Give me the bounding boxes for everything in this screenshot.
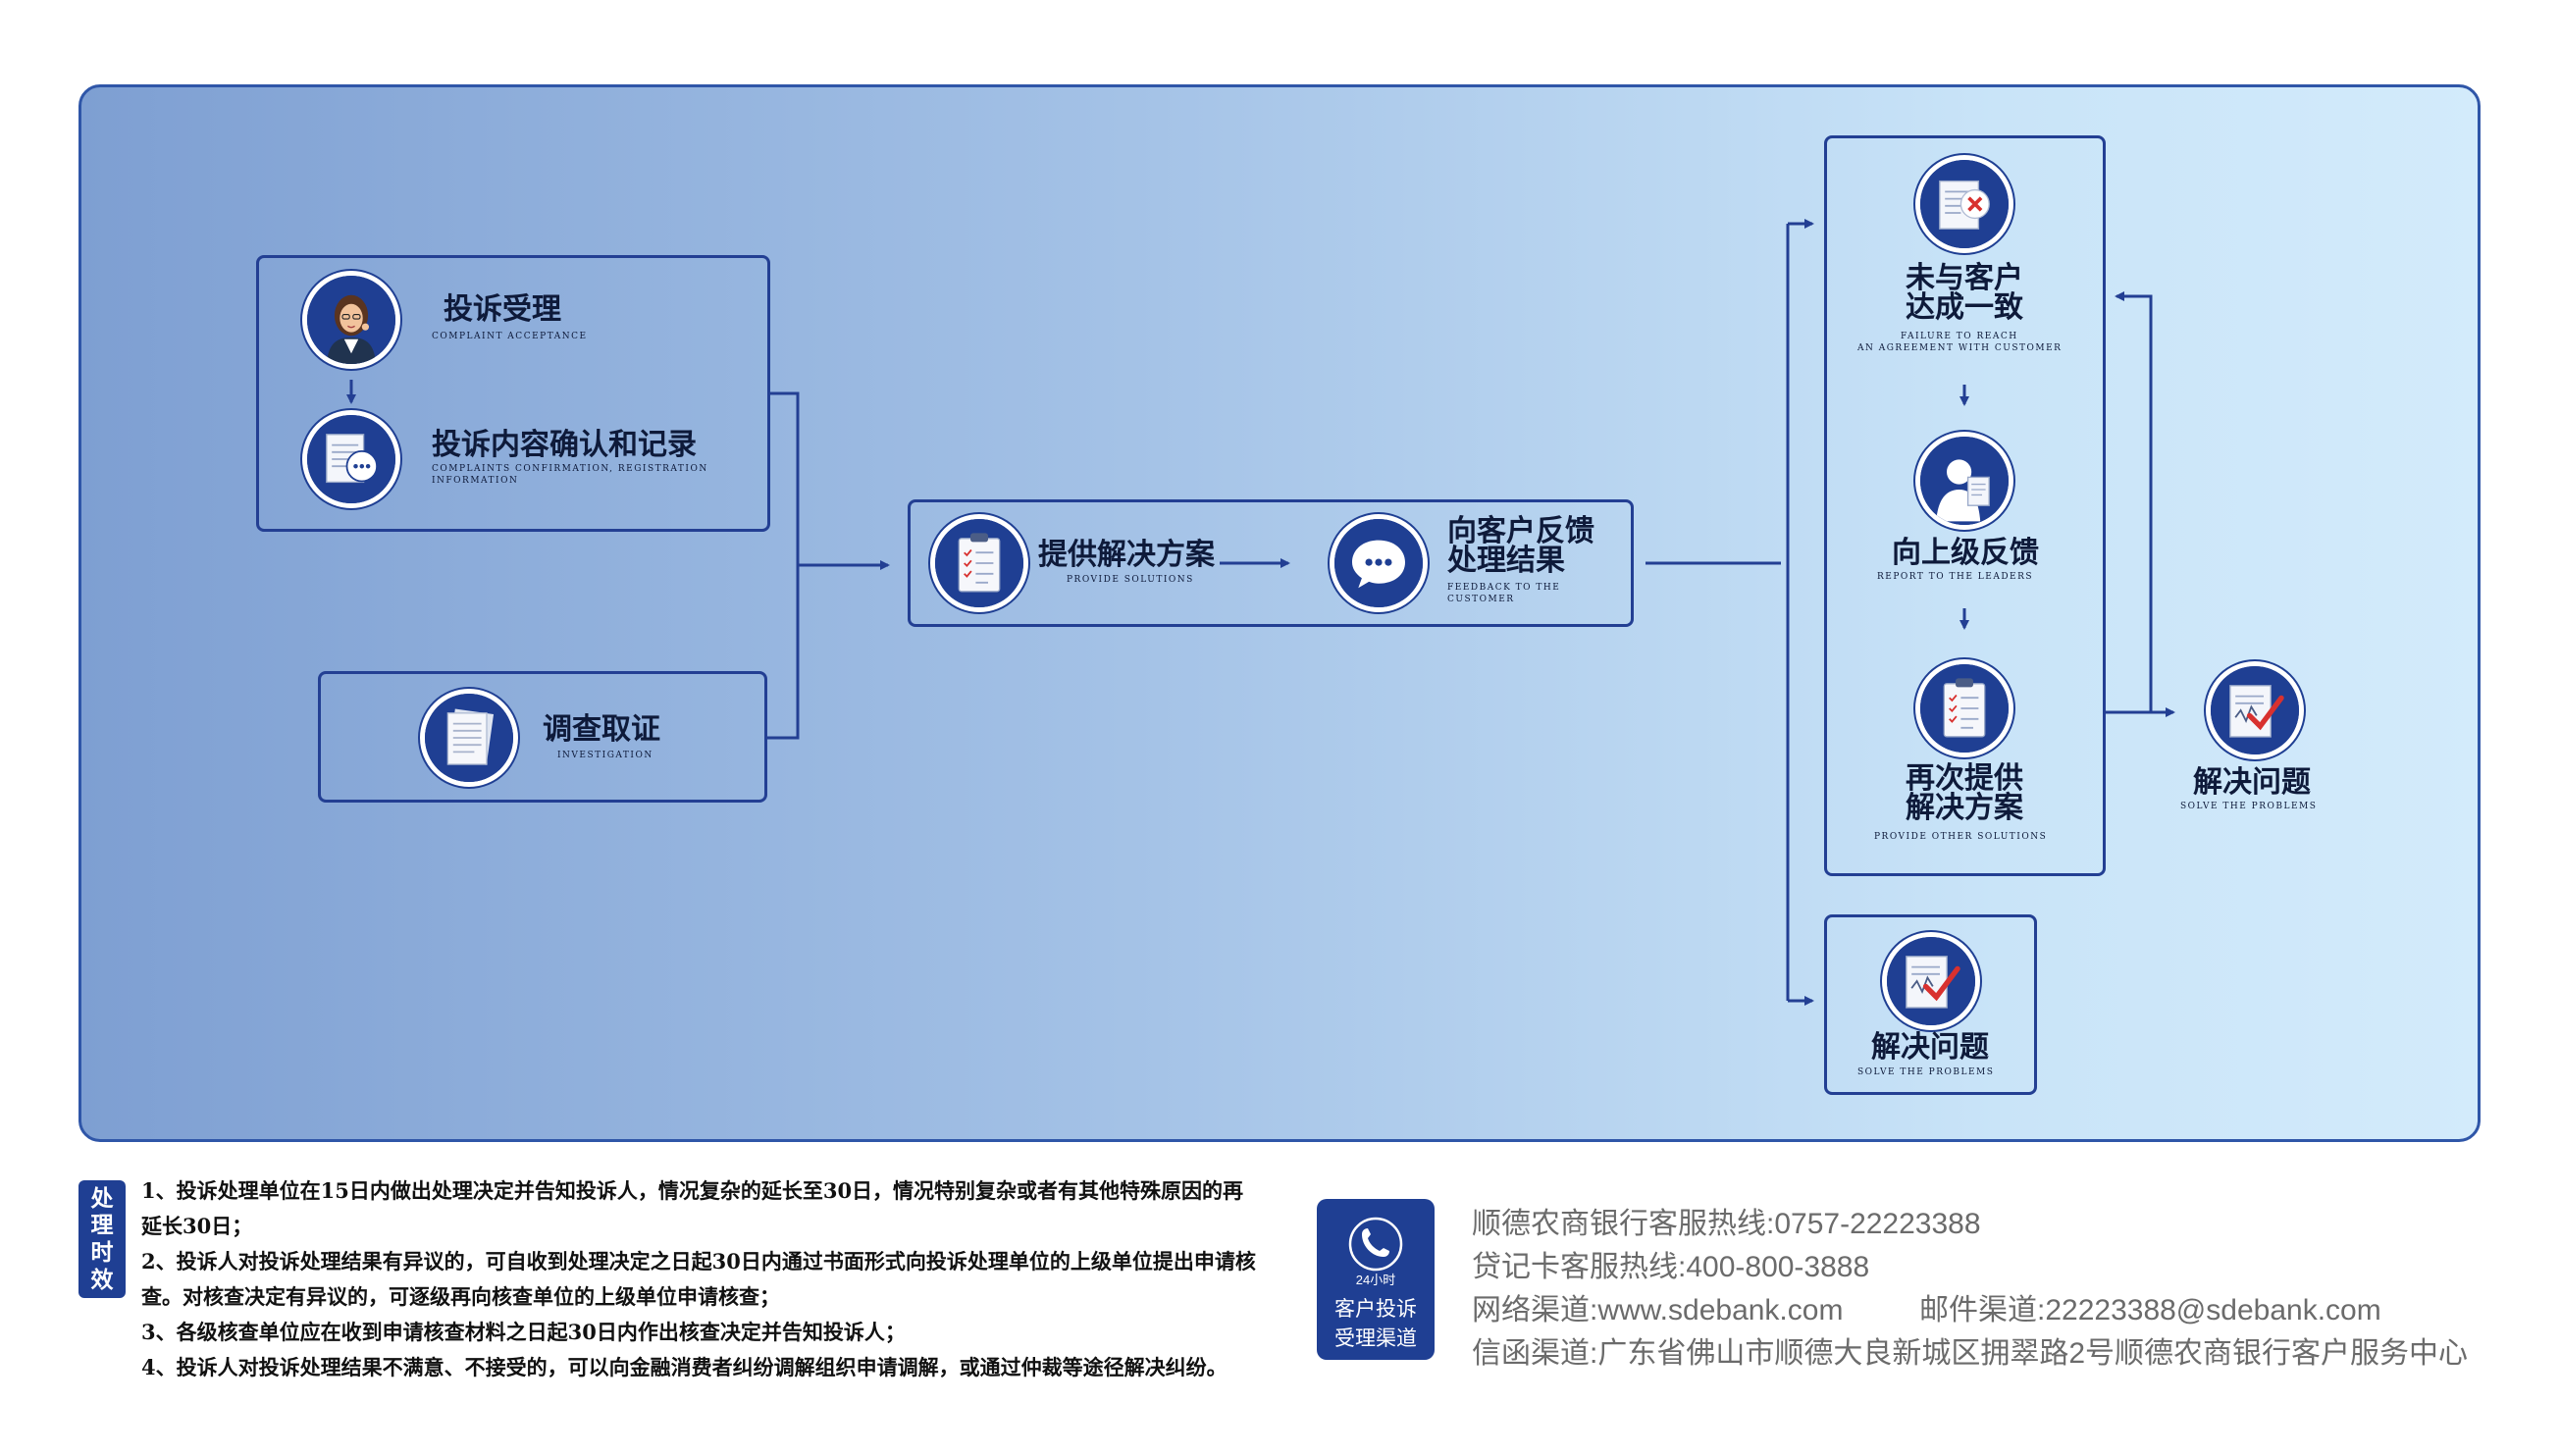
report-title: 向上级反馈 (1892, 536, 2039, 570)
investigation-title: 调查取证 (543, 712, 660, 747)
solve-bottom-title: 解决问题 (1871, 1030, 1989, 1065)
feedback-title-1: 向客户反馈 (1447, 514, 1594, 548)
provide-subtitle: PROVIDE SOLUTIONS (1067, 575, 1194, 585)
failure-subtitle-2: AN AGREEMENT WITH CUSTOMER (1857, 343, 2063, 353)
complaint-channel-badge: 24小时 客户投诉 受理渠道 (1317, 1199, 1435, 1360)
confirm-subtitle-2: INFORMATION (432, 476, 519, 486)
feedback-subtitle-2: CUSTOMER (1447, 595, 1515, 604)
investigation-box (318, 671, 767, 803)
chat-bubble-icon (1330, 514, 1428, 612)
investigation-subtitle: INVESTIGATION (557, 751, 653, 760)
hotline-text: 顺德农商银行客服热线:0757-22223388 (1472, 1208, 1981, 1240)
leader-report-icon (1915, 432, 2013, 530)
acceptance-box (256, 255, 770, 532)
failure-title-2: 达成一致 (1906, 290, 2023, 325)
email-channel-link[interactable]: 邮件渠道:22223388@sdebank.com (1919, 1294, 2381, 1326)
letter-channel-text: 信函渠道:广东省佛山市顺德大良新城区拥翠路2号顺德农商银行客户服务中心 (1472, 1337, 2469, 1370)
timeliness-note: 1、投诉处理单位在15日内做出处理决定并告知投诉人，情况复杂的延长至30日，情况… (141, 1178, 1244, 1238)
badge-hours: 24小时 (1355, 1273, 1396, 1287)
customer-service-agent-icon (302, 271, 400, 369)
timeliness-note: 4、投诉人对投诉处理结果不满意、不接受的，可以向金融消费者纠纷调解组织申请调解，… (141, 1355, 1228, 1379)
solved-check-icon (1882, 932, 1980, 1030)
solve-bottom-box (1824, 914, 2037, 1095)
other-solutions-title-1: 再次提供 (1906, 761, 2023, 796)
solve-right-title: 解决问题 (2193, 765, 2311, 800)
clipboard-checklist-icon (930, 514, 1028, 612)
timeliness-tag-char: 处 (90, 1184, 114, 1212)
confirm-title: 投诉内容确认和记录 (432, 428, 697, 462)
badge-line1: 客户投诉 (1334, 1298, 1417, 1321)
badge-line2: 受理渠道 (1334, 1327, 1417, 1350)
timeliness-notes: 1、投诉处理单位在15日内做出处理决定并告知投诉人，情况复杂的延长至30日，情况… (141, 1173, 1260, 1385)
acceptance-title: 投诉受理 (444, 292, 561, 327)
timeliness-note: 2、投诉人对投诉处理结果有异议的，可自收到处理决定之日起30日内通过书面形式向投… (141, 1249, 1256, 1309)
solution-box (908, 499, 1634, 627)
timeliness-tag-char: 效 (90, 1266, 114, 1293)
feedback-subtitle-1: FEEDBACK TO THE (1447, 583, 1561, 593)
solve-bottom-subtitle: SOLVE THE PROBLEMS (1857, 1067, 1995, 1077)
solved-check-icon (2206, 661, 2304, 759)
flow-panel (78, 84, 2481, 1142)
acceptance-subtitle: COMPLAINT ACCEPTANCE (432, 332, 588, 341)
phone-icon (1344, 1213, 1407, 1275)
confirm-subtitle-1: COMPLAINTS CONFIRMATION, REGISTRATION (432, 464, 708, 474)
failure-title-1: 未与客户 (1906, 261, 2023, 295)
timeliness-tag: 处 理 时 效 (78, 1180, 126, 1298)
documents-icon (420, 689, 518, 787)
report-subtitle: REPORT TO THE LEADERS (1877, 572, 2034, 582)
solve-right-subtitle: SOLVE THE PROBLEMS (2180, 802, 2318, 811)
other-solutions-subtitle: PROVIDE OTHER SOLUTIONS (1874, 832, 2048, 842)
document-reject-icon (1915, 155, 2013, 253)
feedback-title-2: 处理结果 (1447, 544, 1565, 578)
escalation-box (1824, 135, 2106, 876)
timeliness-tag-char: 理 (90, 1212, 114, 1239)
provide-title: 提供解决方案 (1038, 538, 1215, 572)
clipboard-solutions-icon (1915, 659, 2013, 757)
timeliness-note: 3、各级核查单位应在收到申请核查材料之日起30日内作出核查决定并告知投诉人； (141, 1320, 906, 1344)
card-hotline-text: 贷记卡客服热线:400-800-3888 (1472, 1251, 1870, 1283)
web-channel-link[interactable]: 网络渠道:www.sdebank.com (1472, 1294, 1844, 1326)
document-chat-icon (302, 410, 400, 508)
other-solutions-title-2: 解决方案 (1906, 791, 2023, 825)
failure-subtitle-1: FAILURE TO REACH (1901, 332, 2018, 341)
timeliness-tag-char: 时 (90, 1239, 114, 1266)
